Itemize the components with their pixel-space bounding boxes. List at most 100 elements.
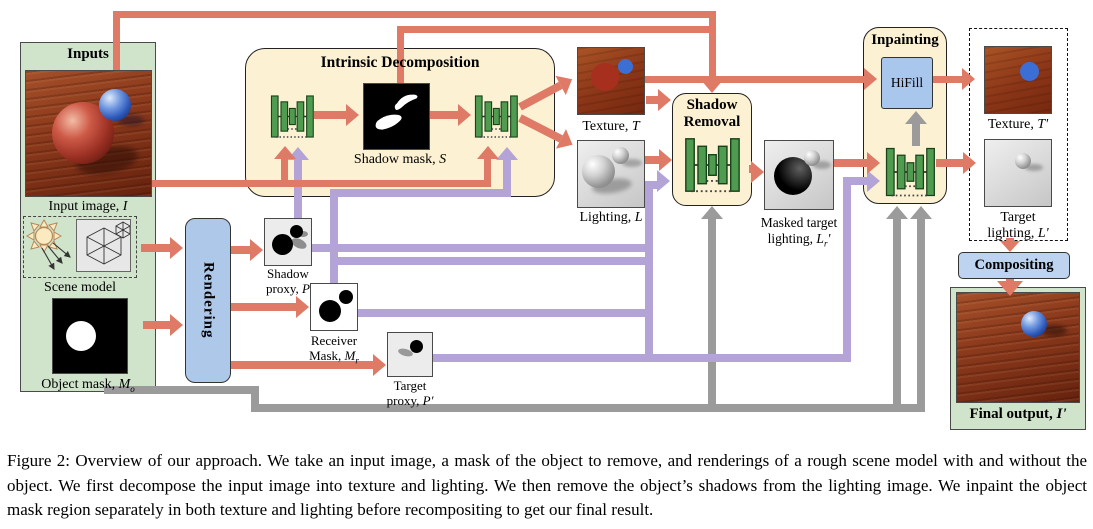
masked-target-lighting-image <box>764 140 834 210</box>
shadow-proxy-image <box>264 218 312 266</box>
flat-red-circle <box>591 63 619 91</box>
shadow-proxy-label: Shadow proxy, P <box>266 266 310 296</box>
red-arrowhead-left-network <box>274 146 296 159</box>
red-line-shadow-mask-up <box>397 30 404 83</box>
hifill-label: HiFill <box>890 75 924 90</box>
blue-ball <box>99 89 131 121</box>
gray-line-to-shadow-removal <box>708 219 716 409</box>
purple-line-right-network-v <box>503 160 511 197</box>
purple-stub-shadow-removal <box>645 181 659 189</box>
purple-line-branch <box>330 257 653 265</box>
figure-caption: Figure 2: Overview of our approach. We t… <box>7 451 1087 520</box>
red-top-line-input-image <box>113 11 716 18</box>
target-lighting-image <box>984 139 1052 207</box>
purple-line-target-proxy-right <box>433 354 851 362</box>
red-line-into-shadow-removal-top <box>709 11 716 82</box>
gray-line-to-inpainting-1 <box>893 219 901 409</box>
final-output-label: Final output, I' <box>969 406 1067 422</box>
red-stub-to-compositing <box>1006 238 1014 242</box>
mask-black-circle-small <box>339 290 353 304</box>
red-line-rendering-to-shadow-proxy <box>231 246 251 254</box>
red-stub-texture-to-sr <box>646 96 659 104</box>
final-output-image <box>956 292 1080 403</box>
scene-model-label: Scene model <box>44 280 116 295</box>
texture-out-label: Texture, T' <box>987 117 1049 132</box>
red-arrowhead-target-proxy <box>373 354 386 376</box>
purple-line-shadow-proxy-right <box>312 244 653 252</box>
mesh-icon <box>86 221 130 265</box>
gray-line-to-hifill <box>912 124 920 146</box>
rendering-label: Rendering <box>200 262 217 339</box>
purple-bus-vertical <box>645 181 653 362</box>
inpainting-network-icon <box>885 147 935 197</box>
red-line-shadow-mask-h <box>397 26 716 33</box>
purple-arrowhead-inpainting <box>867 170 880 192</box>
sphere-shadow <box>622 159 642 167</box>
red-line-scene-to-rendering <box>141 244 171 252</box>
shadow-mask-image <box>363 83 430 150</box>
shadow-removal-network-icon <box>685 138 740 193</box>
input-image-label: Input image, I <box>48 199 128 214</box>
red-arrowhead-texture-out <box>962 68 975 90</box>
object-mask-image <box>52 298 128 374</box>
sphere-shadow <box>1025 164 1043 171</box>
gray-sphere-small <box>1015 153 1031 169</box>
red-line-hifill-out <box>933 76 963 83</box>
red-arrowhead-lighting-sr <box>659 149 672 171</box>
red-line-masked-to-inpainting <box>834 159 869 167</box>
red-arrowhead-rendering-1 <box>170 237 183 259</box>
purple-line-shadow-proxy-up <box>294 160 302 218</box>
red-stub-lighting-to-sr <box>645 156 660 164</box>
red-line-network-to-mask <box>314 111 348 119</box>
rendering-box: Rendering <box>185 218 231 383</box>
red-top-line-input-v <box>113 11 120 70</box>
flat-blue-circle <box>618 59 633 74</box>
hifill-box: HiFill <box>881 57 933 109</box>
red-arrowhead-texture-sr <box>658 89 671 111</box>
gray-bus-line <box>251 404 925 412</box>
red-stub-right-network <box>484 159 491 187</box>
scene-mesh-thumbnail <box>76 219 131 272</box>
red-arrowhead-shadow-removal-top <box>701 80 723 93</box>
compositing-box: Compositing <box>958 252 1070 279</box>
red-stub-left-network <box>281 159 288 187</box>
sphere-shadow <box>813 161 831 169</box>
blue-ball <box>1021 311 1047 337</box>
gray-line-to-inpainting-2 <box>917 219 925 409</box>
red-line-mask-to-network <box>430 111 460 119</box>
receiver-mask-label: Receiver Mask, Mr <box>309 333 359 366</box>
inputs-title: Inputs <box>67 46 109 62</box>
gray-sphere-small <box>804 150 820 166</box>
gray-line-object-mask-h <box>104 386 259 394</box>
lighting-label: Lighting, L <box>579 210 643 225</box>
red-arrowhead-masked-lighting <box>751 161 764 183</box>
purple-arrowhead-shadow-removal <box>657 170 670 192</box>
mask-circle <box>66 321 96 351</box>
gray-sphere-small <box>612 147 629 164</box>
shadow-mask-label: Shadow mask, S <box>353 152 447 167</box>
flat-blue-circle <box>1020 62 1039 81</box>
proxy-black-circle-small <box>290 225 303 238</box>
gray-line-elbow-v <box>251 386 259 412</box>
lighting-image <box>577 140 645 208</box>
red-arrowhead-inpainting-network <box>867 152 880 174</box>
red-arrowhead-compositing <box>1000 241 1020 252</box>
purple-line-to-inpainting-v <box>843 177 851 362</box>
gray-arrowhead-inpainting-2 <box>910 206 932 219</box>
proxy-black-circle-small <box>410 340 423 353</box>
gray-sphere-large <box>582 155 615 188</box>
masked-target-lighting-label: Masked target lighting, Lr' <box>760 215 838 249</box>
mask-black-circle-large <box>319 300 341 322</box>
red-arrowhead-to-right-network <box>458 104 471 126</box>
proxy-black-circle-large <box>272 234 293 255</box>
proxy-shadow-blob <box>298 231 308 237</box>
texture-label: Texture, T <box>582 119 640 134</box>
red-arrowhead-rendering-2 <box>170 314 183 336</box>
purple-arrowhead-right-network <box>496 147 518 160</box>
decomposition-network-right-icon <box>474 95 518 138</box>
gray-arrowhead-inpainting-1 <box>886 206 908 219</box>
purple-line-inside-decomposition <box>330 189 511 197</box>
purple-line-receiver-right <box>358 309 653 317</box>
